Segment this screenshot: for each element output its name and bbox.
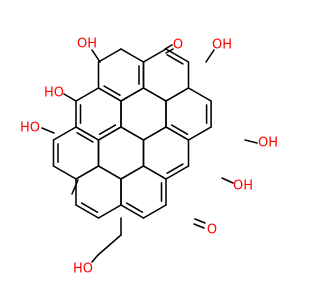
ring-bond [165,87,190,102]
hydroxymethyl-bond-2 [97,234,122,256]
carbonyl-oxygen-bottom: O [207,223,217,238]
hydroxyl-bond-top [91,49,101,63]
ring-bond [75,165,100,180]
ring-bond [120,204,145,219]
hydroxyl-label-bottom: HO [73,262,93,277]
ring-bond [142,87,167,102]
hydroxyl-bond-lower-right [221,177,234,184]
hydroxyl-label-top-right: OH [212,38,232,53]
ring-bond [75,204,100,219]
hydroxymethyl-bond-3 [91,254,99,263]
carbonyl-bond-bottom-2 [194,218,206,224]
ring-bond [142,165,167,180]
carbonyl-oxygen-top: O [173,38,183,53]
ring-bond [142,204,167,219]
ring-bond [142,48,167,63]
carbonyl-bond-bottom [193,223,205,229]
ring-bond [97,87,122,102]
ring-bond [187,87,212,102]
ring-bond [52,165,77,180]
carbonyl-bond-top-2 [165,48,174,54]
hydroxyl-bond-right [244,139,258,144]
ring-bond [165,126,190,141]
ring-bond [97,204,122,219]
ring-bond [187,126,212,141]
ring-bond [75,126,100,141]
methyl-bond [71,179,79,195]
ring-bond [165,165,190,180]
bond-layer [41,44,258,263]
ring-bond [75,87,100,102]
double-bond-line [103,85,121,96]
molecule-diagram: OH O OH HO HO OH OH O HO [20,37,278,277]
hydroxyl-bond-upper-left [63,93,77,102]
double-bond-line [170,124,189,135]
hydroxyl-label-left: HO [20,121,40,136]
ring-bond [120,126,145,141]
hydroxyl-bond-top-right [205,49,215,63]
ring-bond [120,48,145,63]
ring-bond [142,126,167,141]
double-bond-line [125,202,144,213]
structure-drawing: OH O OH HO HO OH OH O HO [20,37,278,277]
hydroxyl-label-right: OH [258,136,278,151]
ring-bond [97,126,122,141]
ring-bond [97,165,122,180]
hydroxyl-label-top: OH [77,37,97,52]
ring-bond [52,126,77,141]
hydroxyl-label-upper-left: HO [44,86,64,101]
double-bond-line [166,54,184,65]
double-bond-line [80,202,99,213]
ring-bond [120,165,145,180]
ring-bond [120,87,145,102]
atom-label-layer: OH O OH HO HO OH OH O HO [20,37,278,277]
ring-bond [97,48,122,63]
carbonyl-bond-top [164,44,173,50]
hydroxyl-label-lower-right: OH [233,179,253,194]
double-bond-line [98,124,117,135]
double-bond-line [76,132,94,143]
double-bond-line [166,163,184,174]
hydroxyl-bond-left [41,127,55,134]
